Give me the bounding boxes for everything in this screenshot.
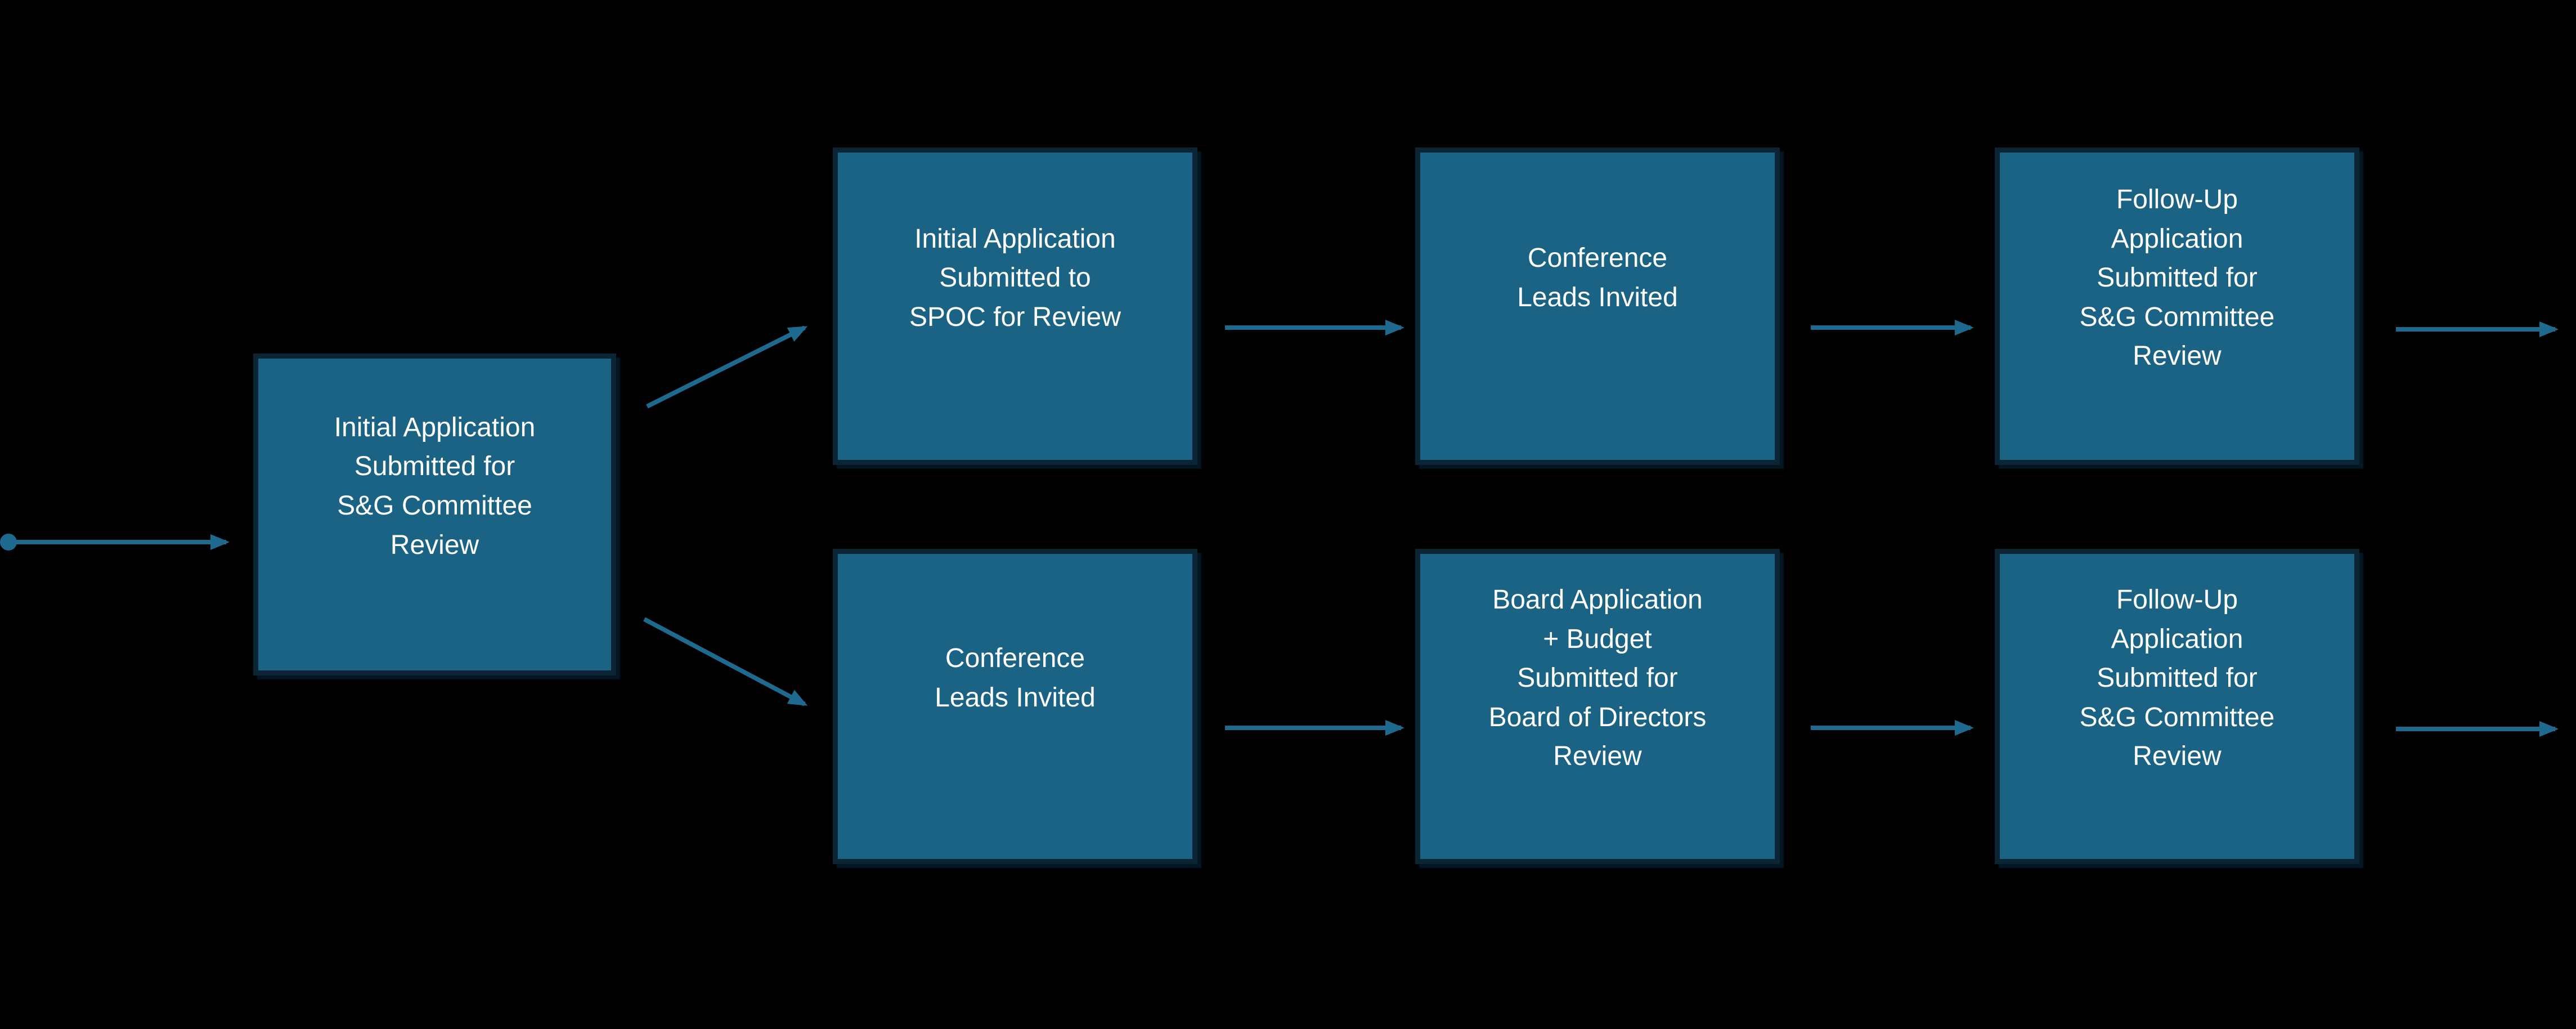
node-conference-leads-invited-bottom: Conference Leads Invited	[833, 549, 1197, 864]
node-label: Follow-Up Application Submitted for S&G …	[2079, 585, 2275, 772]
node-label: Board Application + Budget Submitted for…	[1488, 585, 1707, 772]
node-follow-up-sg-review-top: Follow-Up Application Submitted for S&G …	[1995, 147, 2359, 465]
node-initial-application-sg-review: Initial Application Submitted for S&G Co…	[253, 354, 616, 675]
node-label: Conference Leads Invited	[1517, 243, 1678, 312]
arrow-initial-to-spoc	[646, 325, 808, 409]
node-label: Initial Application Submitted to SPOC fo…	[909, 223, 1121, 332]
node-follow-up-sg-review-bottom: Follow-Up Application Submitted for S&G …	[1995, 549, 2359, 864]
node-initial-application-spoc-review: Initial Application Submitted to SPOC fo…	[833, 147, 1197, 465]
arrow-initial-to-leads-bottom	[643, 617, 808, 706]
start-dot	[0, 534, 17, 551]
node-board-application-budget-review: Board Application + Budget Submitted for…	[1415, 549, 1780, 864]
node-label: Conference Leads Invited	[935, 643, 1096, 713]
node-label: Initial Application Submitted for S&G Co…	[334, 412, 536, 560]
node-conference-leads-invited-top: Conference Leads Invited	[1415, 147, 1780, 465]
node-label: Follow-Up Application Submitted for S&G …	[2079, 185, 2275, 372]
